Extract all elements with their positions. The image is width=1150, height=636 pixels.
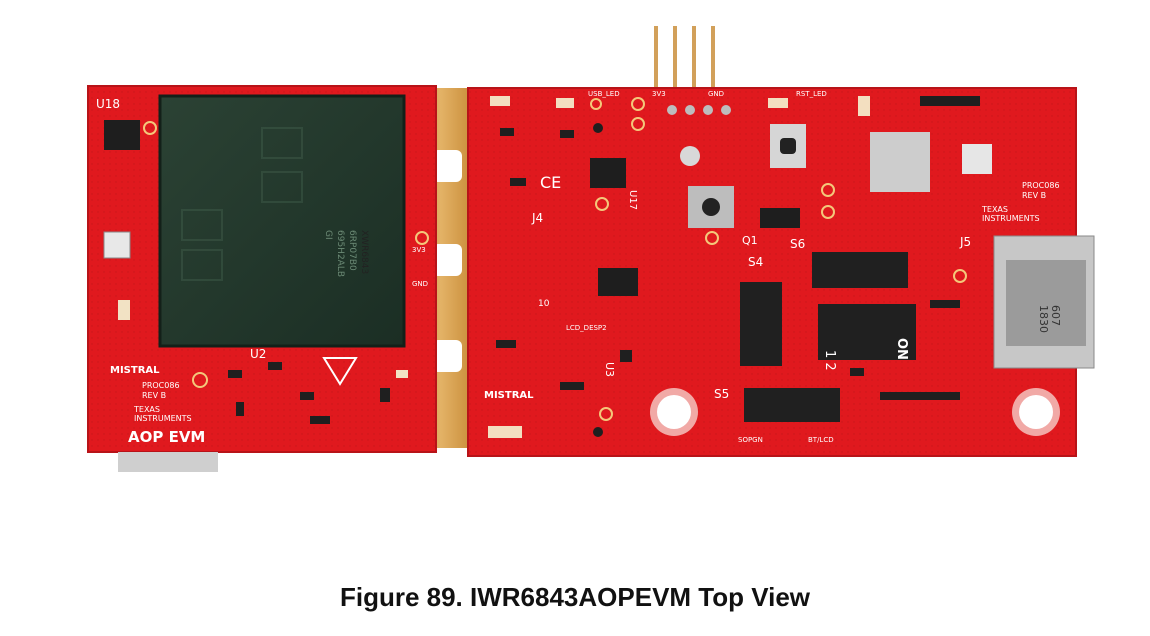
left-rev-1: PROC086: [142, 381, 180, 390]
num-10: 10: [538, 299, 550, 309]
switch-s6: [812, 252, 908, 288]
bottom-label-sopgn: SOPGN: [738, 436, 763, 444]
switch-on-label: ON: [894, 338, 909, 360]
right-rev-2: REV B: [1022, 191, 1046, 200]
right-ti-1: TEXAS: [981, 205, 1008, 214]
header-label-3v3: 3V3: [652, 90, 666, 98]
left-module: XWR6843 6RP07B0 695H2ALB GI U18 U2 MISTR…: [87, 85, 437, 472]
left-ti-2: INSTRUMENTS: [134, 414, 192, 423]
ic-u17: [590, 158, 626, 188]
ref-u2: U2: [250, 347, 266, 361]
chip-marking-4: GI: [323, 230, 333, 240]
left-product: AOP EVM: [128, 428, 205, 446]
left-pad-3v3: 3V3: [412, 246, 426, 254]
right-ti-2: INSTRUMENTS: [982, 214, 1040, 223]
radar-chip: [158, 94, 406, 348]
switch-nums: 1 2: [822, 350, 837, 371]
ic-u3: [598, 268, 638, 296]
ref-j5: J5: [959, 235, 971, 249]
ref-u18: U18: [96, 97, 120, 111]
lcd-label: LCD_DESP2: [566, 324, 607, 332]
chip-marking-2: 6RP07B0: [347, 230, 357, 271]
ref-u3: U3: [603, 362, 616, 377]
mcu: [870, 132, 930, 192]
sensor: [103, 231, 131, 259]
ref-j4: J4: [531, 211, 543, 225]
left-pad-gnd: GND: [412, 280, 428, 288]
usb-led-label: USB_LED: [588, 90, 620, 98]
chip-marking-3: 695H2ALB: [335, 230, 345, 277]
rst-led-label: RST_LED: [796, 90, 827, 98]
u18-chip: [104, 120, 140, 150]
ref-s4: S4: [748, 255, 763, 269]
right-rev-1: PROC086: [1022, 181, 1060, 190]
ref-s5: S5: [714, 387, 729, 401]
bottom-label-btlcd: BT/LCD: [808, 436, 834, 444]
switch-s4: [740, 282, 782, 366]
ref-s6: S6: [790, 237, 805, 251]
right-module: 1830 607 ON 1 2 J4 J5 U17 U3 Q1 S4 S5 S6…: [467, 87, 1095, 457]
left-brand: MISTRAL: [110, 365, 160, 376]
switch-s5: [744, 388, 840, 422]
svg-text:XWR6843: XWR6843: [359, 230, 369, 274]
left-rev-2: REV B: [142, 391, 166, 400]
header-pins: [654, 26, 715, 88]
left-ti-1: TEXAS: [133, 405, 160, 414]
switch-main: [818, 304, 916, 360]
usb-marking-2: 607: [1049, 305, 1062, 326]
right-brand: MISTRAL: [484, 390, 534, 401]
figure-caption: Figure 89. IWR6843AOPEVM Top View: [339, 582, 811, 612]
header-label-gnd: GND: [708, 90, 724, 98]
sensor-right: [962, 144, 992, 174]
warning-triangle: [322, 357, 358, 386]
chip-marking-1: XWR6843: [359, 230, 369, 274]
ce-mark: CE: [540, 173, 561, 192]
usb-marking-1: 1830: [1037, 305, 1050, 333]
ref-u17: U17: [627, 190, 638, 210]
ref-q1: Q1: [742, 234, 758, 247]
